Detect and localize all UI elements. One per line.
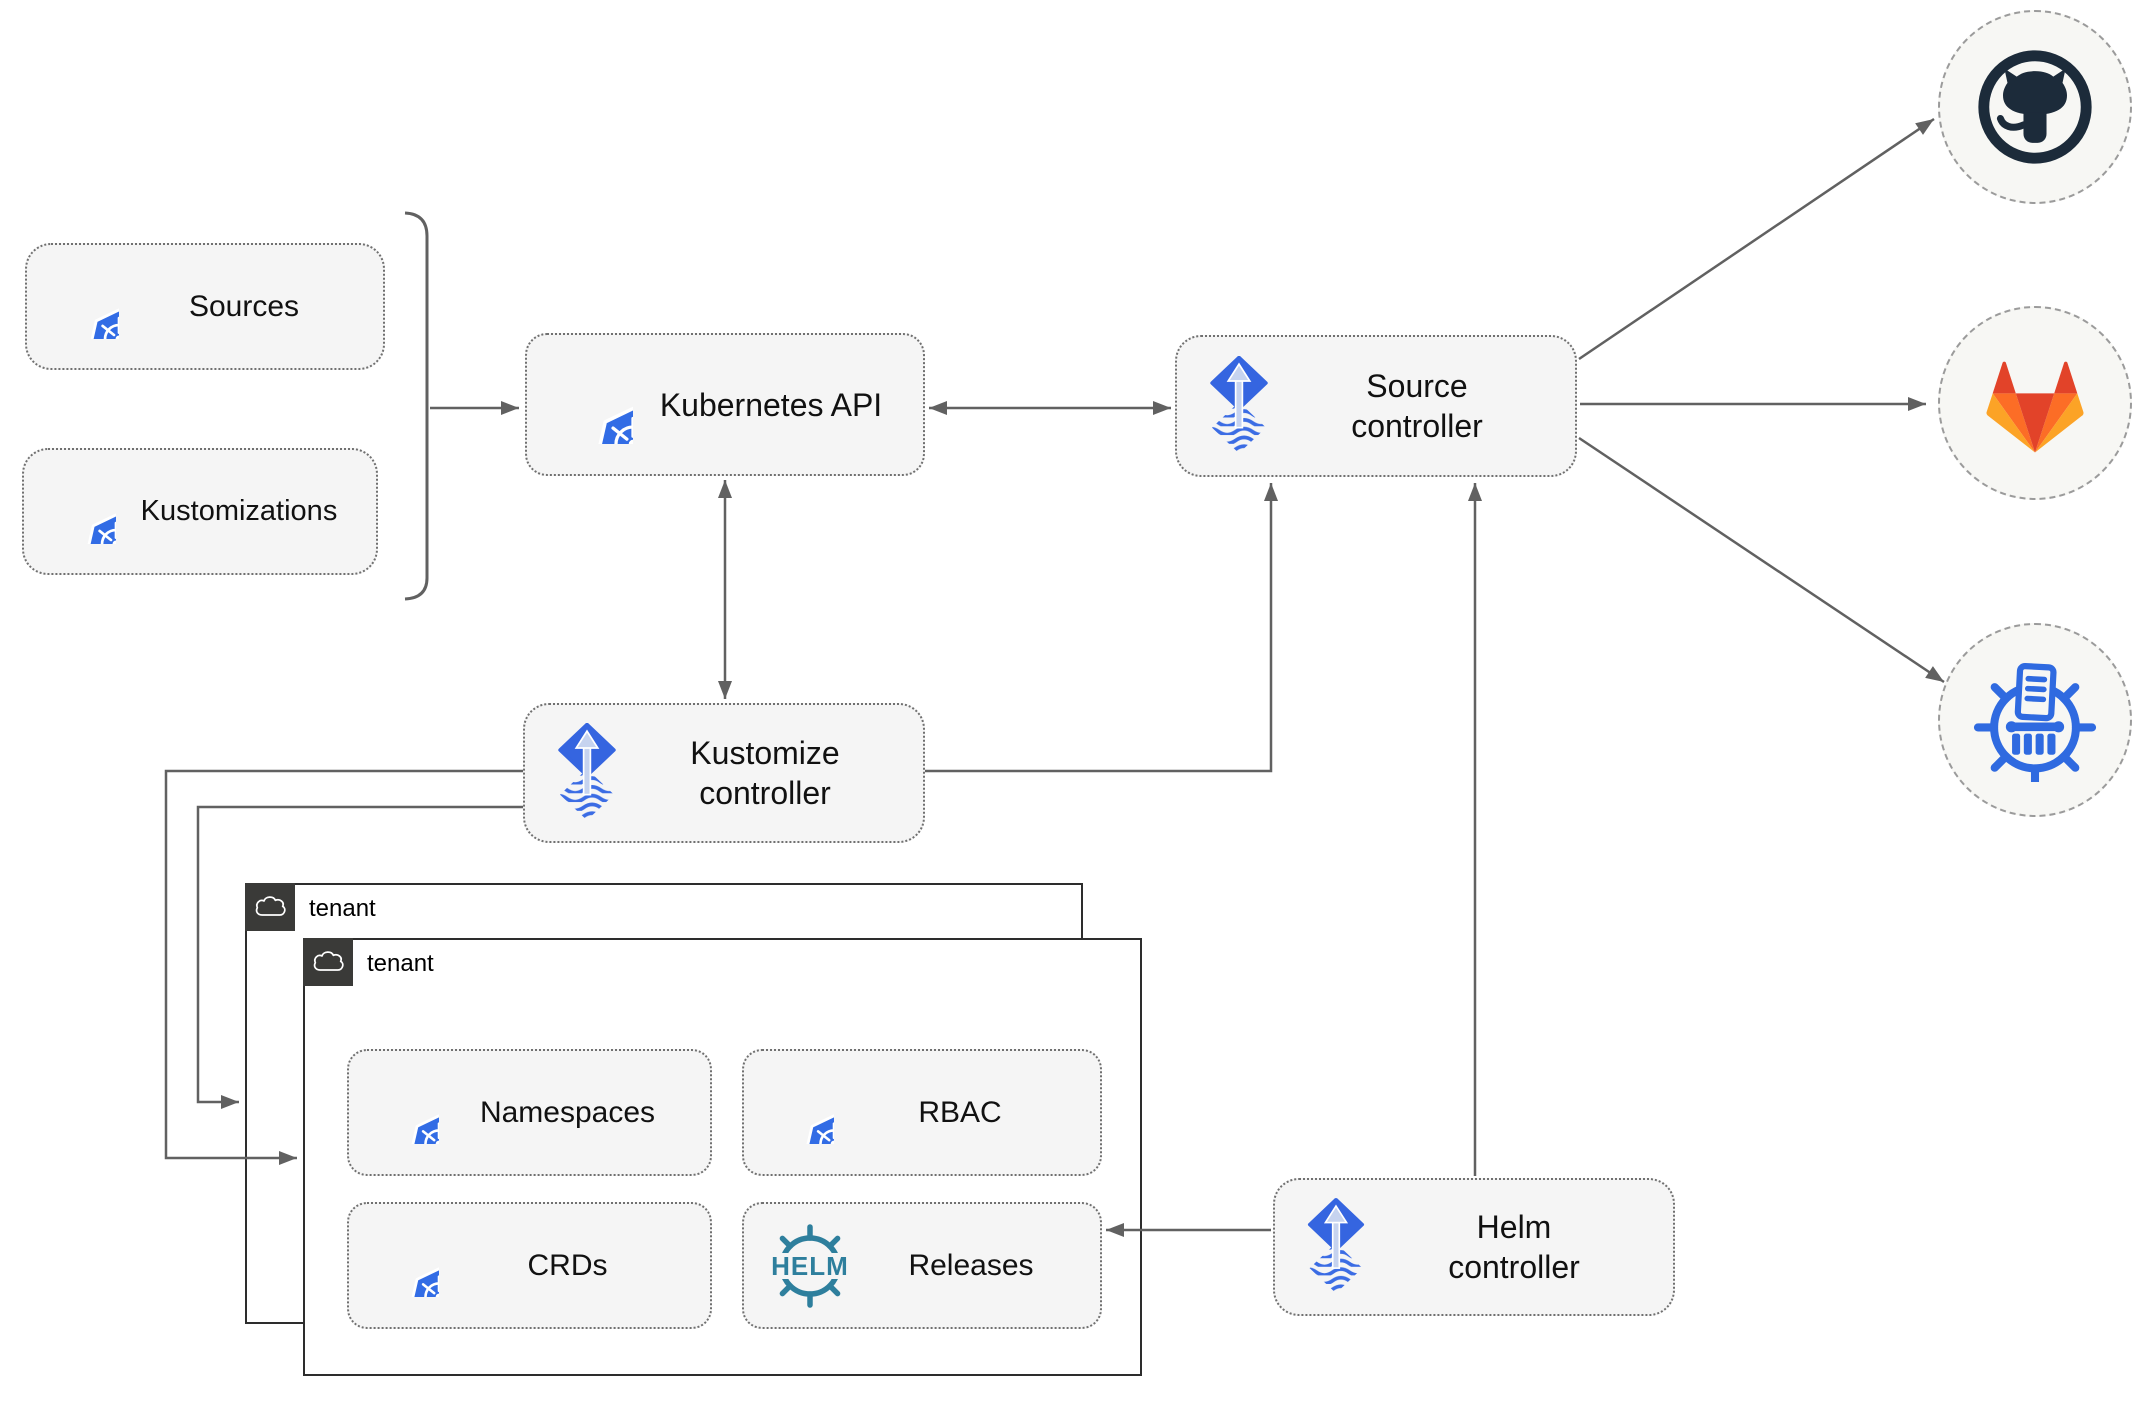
flux-icon: [1205, 356, 1273, 456]
kustomize-controller-label: Kustomize controller: [690, 735, 840, 811]
tenant-group-front: tenant Namespaces RBAC CRDs: [303, 938, 1142, 1376]
source-controller-label: Source controller: [1351, 368, 1483, 444]
kubernetes-api-node: Kubernetes API: [525, 333, 925, 476]
sources-bracket: [404, 211, 429, 601]
kubernetes-icon: [52, 480, 116, 544]
tenant-back-tab: [245, 883, 295, 931]
chart-repository-target: [1938, 623, 2132, 817]
crds-node: CRDs: [347, 1202, 712, 1329]
github-octocat-icon: [1971, 43, 2099, 171]
helm-wheel-icon: HELM: [764, 1220, 856, 1312]
tenant-front-tab: [303, 938, 353, 986]
source-controller-node: Source controller: [1175, 335, 1577, 477]
sources-node: Sources: [25, 243, 385, 370]
source-controller-to-github-arrow: [1578, 117, 1935, 361]
source-controller-to-chart-repo-arrow: [1578, 436, 1945, 684]
kubernetes-icon: [377, 1082, 439, 1144]
releases-node: HELM Releases: [742, 1202, 1102, 1329]
tenant-front-label: tenant: [367, 950, 434, 977]
flux-icon: [553, 723, 621, 823]
helm-logo-text: HELM: [771, 1251, 849, 1281]
github-target: [1938, 10, 2132, 204]
releases-label: Releases: [908, 1248, 1034, 1282]
flux-icon: [1303, 1198, 1369, 1296]
namespaces-node: Namespaces: [347, 1049, 712, 1176]
rbac-label: RBAC: [918, 1095, 1002, 1129]
kustomize-to-source-controller-arrow: [925, 483, 1278, 773]
crds-label: CRDs: [527, 1248, 608, 1282]
helm-controller-node: Helm controller: [1273, 1178, 1675, 1316]
chartmuseum-wheel-icon: [1973, 658, 2097, 782]
cloud-icon: [312, 950, 344, 974]
kubernetes-api-label: Kubernetes API: [659, 386, 883, 423]
kustomizations-label: Kustomizations: [140, 495, 338, 528]
kustomize-controller-node: Kustomize controller: [523, 703, 925, 843]
kubernetes-icon: [55, 275, 119, 339]
cloud-icon: [254, 895, 286, 919]
sources-label: Sources: [188, 289, 300, 323]
tenant-back-label: tenant: [309, 895, 376, 922]
gitlab-target: [1938, 306, 2132, 500]
namespaces-label: Namespaces: [479, 1095, 656, 1129]
helm-controller-label: Helm controller: [1448, 1209, 1580, 1285]
gitlab-tanuki-icon: [1981, 349, 2089, 457]
kustomizations-node: Kustomizations: [22, 448, 378, 575]
kubernetes-icon: [555, 366, 633, 444]
rbac-node: RBAC: [742, 1049, 1102, 1176]
kubernetes-icon: [377, 1235, 439, 1297]
kubernetes-icon: [772, 1082, 834, 1144]
